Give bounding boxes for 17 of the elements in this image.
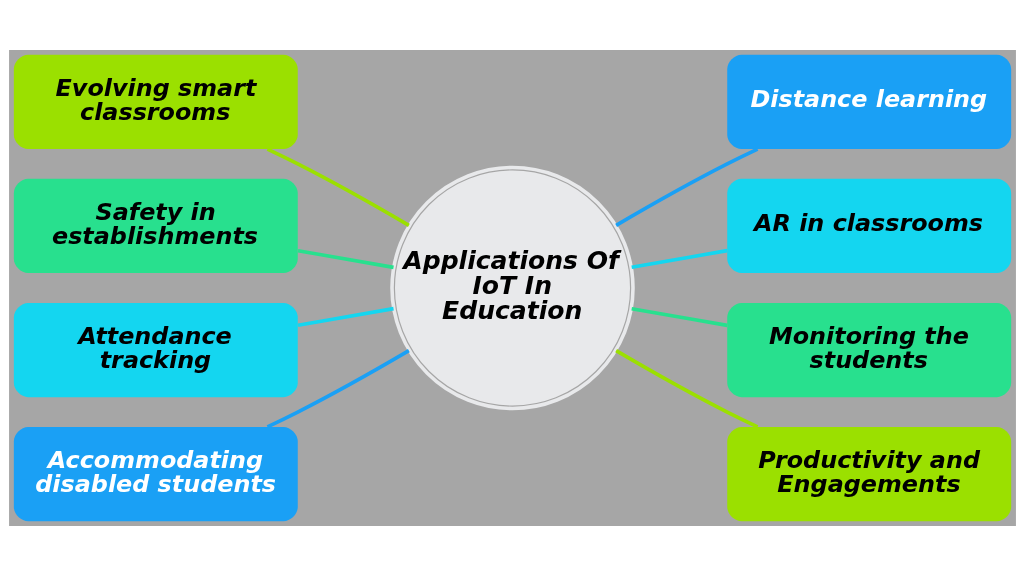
node-box: Monitoring the students (726, 302, 1011, 397)
node-box: AR in classrooms (726, 178, 1011, 273)
connector (297, 306, 394, 327)
node-box: Evolving smart classrooms (13, 54, 298, 149)
node-box: Safety in establishments (13, 178, 298, 273)
connector (630, 248, 727, 269)
connector (266, 147, 410, 227)
node-box: Attendance tracking (13, 302, 298, 397)
node-box: Distance learning (726, 54, 1011, 149)
connector (630, 306, 727, 327)
node-box: Accommodating disabled students (13, 426, 298, 521)
connector (266, 348, 410, 428)
connector (614, 147, 758, 227)
node-box: Productivity and Engagements (726, 426, 1011, 521)
connector (614, 348, 758, 428)
connector (297, 248, 394, 269)
node-circle: Applications Of IoT In Education (389, 165, 635, 410)
